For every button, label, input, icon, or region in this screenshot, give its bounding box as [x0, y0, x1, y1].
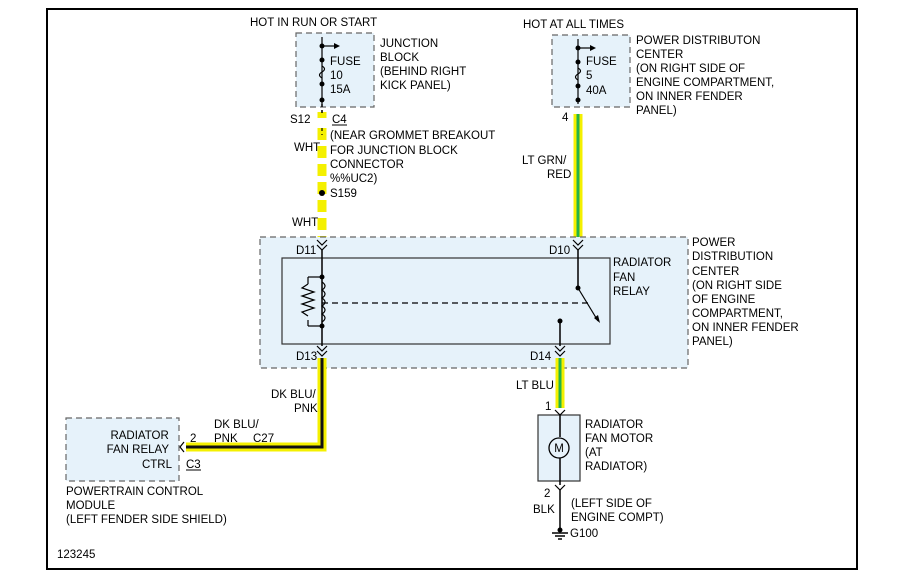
- fuse-5-block: HOT AT ALL TIMES FUSE 5 40A POWER DISTRI…: [523, 19, 777, 124]
- splice-s159: S159: [330, 188, 357, 200]
- fuse5-label: FUSE: [586, 56, 617, 68]
- figure-id: 123245: [57, 549, 95, 561]
- radiator-fan-motor: M RADIATOR FAN MOTOR (AT RADIATOR) 2: [537, 409, 656, 500]
- pcm-ctrl-label: RADIATOR FAN RELAY CTRL: [107, 430, 173, 471]
- motor-pin-1: 1: [545, 401, 551, 413]
- wire-wht: WHT (NEAR GROMMET BREAKOUT FOR JUNCTION …: [292, 104, 498, 240]
- coil-resistor-icon: [300, 283, 316, 317]
- fuse-icon: [574, 67, 582, 81]
- fuse10-label: FUSE: [330, 56, 361, 68]
- splice-s159-dot: [319, 190, 325, 196]
- dk-blu-pnk-label-vertical: DK BLU/ PNK: [271, 389, 319, 415]
- power-arrow-icon: [590, 45, 596, 51]
- pcm-name: POWERTRAIN CONTROL MODULE (LEFT FENDER S…: [66, 486, 227, 526]
- pcm-box: [65, 417, 180, 482]
- fuse5-pin: 4: [562, 112, 569, 124]
- ground-location: (LEFT SIDE OF ENGINE COMPT): [571, 498, 664, 524]
- pdc-location: POWER DISTRIBUTION CENTER (ON RIGHT SIDE…: [692, 237, 802, 348]
- power-arrow-icon: [334, 43, 340, 49]
- motor-icon: [548, 437, 570, 459]
- coil-icon: [320, 281, 326, 323]
- pdc-fuse-location: POWER DISTRIBUTON CENTER (ON RIGHT SIDE …: [636, 35, 777, 117]
- fuse-icon: [318, 65, 326, 79]
- connector-s12: S12: [290, 114, 310, 126]
- relay-switch-icon: [577, 287, 599, 322]
- fuse-10-block: HOT IN RUN OR START FUSE 10 15A JUNCTION…: [250, 17, 469, 126]
- junction-block-location: JUNCTION BLOCK (BEHIND RIGHT KICK PANEL): [380, 38, 469, 92]
- connector-c4: C4: [332, 114, 347, 126]
- diagram-frame: [46, 8, 858, 570]
- lt-blu-label: LT BLU: [516, 380, 554, 392]
- fuse5-number: 5: [586, 70, 592, 82]
- wire-lt-blu: LT BLU 1: [516, 358, 565, 413]
- lt-grn-red-label: LT GRN/ RED: [522, 155, 571, 181]
- connector-c3: C3: [186, 459, 201, 471]
- fuse10-rating: 15A: [330, 84, 351, 96]
- wht-label-bottom: WHT: [292, 217, 318, 229]
- relay-label: RADIATOR FAN RELAY: [613, 257, 675, 298]
- power-distribution-center: D11 D10 D13 D14 RADIATOR FAN RELAY POWER…: [259, 236, 802, 369]
- ground-icon: [552, 532, 568, 540]
- pcm-pin: 2: [190, 433, 196, 445]
- grommet-note: (NEAR GROMMET BREAKOUT FOR JUNCTION BLOC…: [330, 130, 498, 185]
- wire-lt-grn-red: LT GRN/ RED: [522, 114, 583, 240]
- pin-d14: D14: [530, 351, 552, 363]
- dk-blu-pnk-label-horizontal: DK BLU/ PNK: [214, 419, 262, 445]
- motor-label: RADIATOR FAN MOTOR (AT RADIATOR): [585, 419, 656, 473]
- relay-box: [281, 257, 611, 345]
- connector-c27: C27: [253, 433, 274, 445]
- ground-id: G100: [570, 528, 598, 540]
- fuse10-number: 10: [330, 70, 343, 82]
- fuse5-header: HOT AT ALL TIMES: [523, 19, 624, 31]
- wht-label-top: WHT: [294, 142, 320, 154]
- blk-label: BLK: [533, 504, 555, 516]
- pin-d10: D10: [549, 245, 570, 257]
- motor-pin-2: 2: [544, 488, 550, 500]
- pin-d13: D13: [296, 351, 317, 363]
- fuse5-rating: 40A: [586, 85, 607, 97]
- motor-symbol: M: [554, 443, 564, 455]
- powertrain-control-module: RADIATOR FAN RELAY CTRL 2 C3 POWERTRAIN …: [65, 417, 227, 526]
- pin-d11: D11: [296, 245, 316, 257]
- fuse10-header: HOT IN RUN OR START: [250, 17, 377, 29]
- ground-g100: BLK (LEFT SIDE OF ENGINE COMPT) G100: [533, 490, 664, 540]
- wire-dk-blu-pnk: DK BLU/ PNK DK BLU/ PNK C27: [186, 358, 327, 452]
